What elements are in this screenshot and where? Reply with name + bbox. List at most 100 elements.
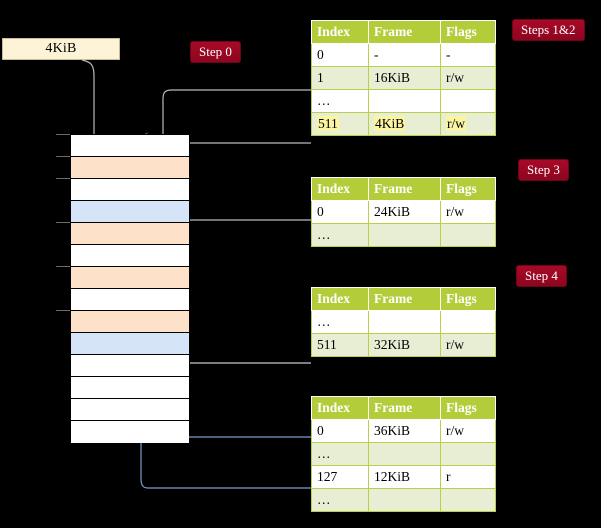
memory-row-tick bbox=[56, 134, 70, 135]
memory-row-tick bbox=[56, 156, 70, 157]
table-cell-frame bbox=[368, 89, 441, 113]
table-cell-index: 127 bbox=[311, 465, 369, 489]
table-cell-flags: r/w bbox=[440, 200, 496, 224]
badge-step-3: Step 3 bbox=[518, 159, 569, 181]
table-cell-index: 511 bbox=[311, 112, 369, 136]
table-cell-frame bbox=[368, 442, 441, 466]
table-cell-frame: 36KiB bbox=[368, 419, 441, 443]
memory-row-tick bbox=[56, 178, 70, 179]
highlighted-value: 511 bbox=[317, 116, 339, 131]
memory-frame-row bbox=[71, 201, 189, 223]
badge-step-0: Step 0 bbox=[190, 41, 241, 63]
table-cell-frame: - bbox=[368, 43, 441, 67]
memory-frame-row bbox=[71, 355, 189, 377]
table-cell-flags bbox=[440, 310, 496, 334]
column-header-frame: Frame bbox=[368, 20, 441, 44]
memory-row-tick bbox=[56, 222, 70, 223]
table-row: 0-- bbox=[311, 43, 496, 67]
memory-frame-row bbox=[71, 223, 189, 245]
column-header-index: Index bbox=[311, 396, 369, 420]
highlighted-value: r/w bbox=[446, 116, 466, 131]
highlighted-value: 4KiB bbox=[374, 116, 406, 131]
table-cell-flags: r bbox=[440, 465, 496, 489]
table-cell-frame: 12KiB bbox=[368, 465, 441, 489]
memory-frame-row bbox=[71, 245, 189, 267]
table-cell-frame bbox=[368, 488, 441, 512]
table-cell-frame: 32KiB bbox=[368, 333, 441, 357]
memory-frame-row bbox=[71, 421, 189, 443]
table-cell-frame: 4KiB bbox=[368, 112, 441, 136]
table-cell-flags: r/w bbox=[440, 419, 496, 443]
wire-pt3-row511-to-memory bbox=[178, 302, 311, 364]
memory-frame-row bbox=[71, 377, 189, 399]
column-header-frame: Frame bbox=[368, 287, 441, 311]
table-cell-flags bbox=[440, 442, 496, 466]
table-cell-index: … bbox=[311, 223, 369, 247]
column-header-index: Index bbox=[311, 177, 369, 201]
column-header-flags: Flags bbox=[440, 287, 496, 311]
table-row: … bbox=[311, 488, 496, 512]
wire-pt2-row0-to-memory bbox=[178, 219, 311, 299]
table-row: … bbox=[311, 310, 496, 334]
wire-pt1-row511-to-memory bbox=[176, 142, 311, 244]
table-row: … bbox=[311, 223, 496, 247]
table-cell-index: 0 bbox=[311, 200, 369, 224]
table-cell-flags: r/w bbox=[440, 112, 496, 136]
memory-frame-row bbox=[71, 135, 189, 157]
source-page-box: 4KiB bbox=[2, 38, 120, 60]
memory-row-tick bbox=[56, 266, 70, 267]
table-cell-flags: r/w bbox=[440, 333, 496, 357]
table-cell-index: 511 bbox=[311, 333, 369, 357]
column-header-flags: Flags bbox=[440, 177, 496, 201]
table-cell-index: 0 bbox=[311, 43, 369, 67]
table-row: … bbox=[311, 89, 496, 113]
column-header-flags: Flags bbox=[440, 396, 496, 420]
table-cell-frame: 24KiB bbox=[368, 200, 441, 224]
column-header-flags: Flags bbox=[440, 20, 496, 44]
memory-frame-row bbox=[71, 333, 189, 355]
table-cell-frame bbox=[368, 310, 441, 334]
badge-steps-1-2: Steps 1&2 bbox=[512, 19, 585, 41]
table-cell-index: … bbox=[311, 310, 369, 334]
table-cell-frame: 16KiB bbox=[368, 66, 441, 90]
memory-frame-row bbox=[71, 289, 189, 311]
column-header-index: Index bbox=[311, 287, 369, 311]
table-row: 511 4KiB r/w bbox=[311, 112, 496, 136]
table-cell-index: … bbox=[311, 89, 369, 113]
table-cell-flags bbox=[440, 488, 496, 512]
table-cell-flags bbox=[440, 223, 496, 247]
source-page-label: 4KiB bbox=[45, 41, 77, 56]
memory-frame-row bbox=[71, 179, 189, 201]
column-header-frame: Frame bbox=[368, 177, 441, 201]
table-cell-flags: - bbox=[440, 43, 496, 67]
physical-memory-column bbox=[70, 134, 190, 443]
table-cell-flags bbox=[440, 89, 496, 113]
table-cell-frame bbox=[368, 223, 441, 247]
memory-row-tick bbox=[56, 310, 70, 311]
column-header-frame: Frame bbox=[368, 396, 441, 420]
table-cell-index: 0 bbox=[311, 419, 369, 443]
memory-frame-row bbox=[71, 157, 189, 179]
table-cell-index: … bbox=[311, 488, 369, 512]
memory-frame-row bbox=[71, 311, 189, 333]
table-cell-index: … bbox=[311, 442, 369, 466]
badge-step-4: Step 4 bbox=[516, 265, 567, 287]
column-header-index: Index bbox=[311, 20, 369, 44]
table-cell-flags: r/w bbox=[440, 66, 496, 90]
memory-frame-row bbox=[71, 399, 189, 421]
table-cell-index: 1 bbox=[311, 66, 369, 90]
table-row: … bbox=[311, 442, 496, 466]
